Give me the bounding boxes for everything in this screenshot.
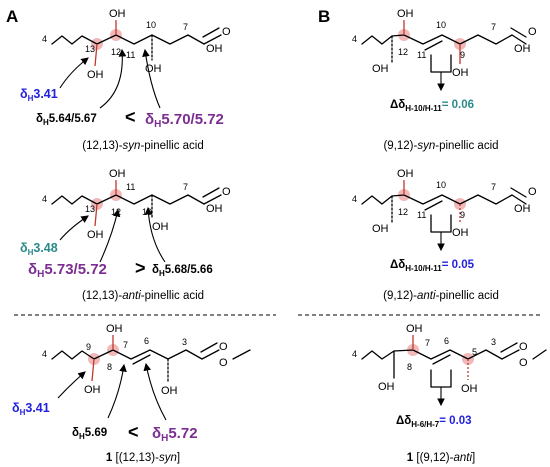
b2-structure: 4 12 11 10 9 7 OH OH OH O OH <box>352 168 537 252</box>
a2-caption: (12,13)-anti-pinellic acid <box>82 290 204 302</box>
b1-caption: (9,12)-syn-pinellic acid <box>383 140 498 152</box>
a1-locant-11: 11 <box>126 50 135 60</box>
b2-acid-hydroxyl: OH <box>514 203 531 215</box>
a2-locant-13: 13 <box>85 204 95 214</box>
a3-h6-shift-label: δH5.72 <box>152 425 198 444</box>
b2-locant-11: 11 <box>417 210 426 220</box>
a1-h13-shift-label: δH3.41 <box>20 87 58 103</box>
a2-h10-shift-label: δH5.68/5.66 <box>152 264 213 278</box>
a2-h12-shift-label: δH5.73/5.72 <box>28 261 107 280</box>
a3-c5-hydroxyl: OH <box>161 385 178 397</box>
a1-c12-hydroxyl: OH <box>109 8 126 20</box>
b1-c12-hydroxyl: OH <box>372 63 389 75</box>
b3-locant-6: 6 <box>444 336 449 346</box>
a3-locant-6: 6 <box>144 336 149 346</box>
b2-locant-4: 4 <box>352 194 357 204</box>
a1-caption: (12,13)-syn-pinellic acid <box>82 140 203 152</box>
b3-caption: 1 [(9,12)-anti] <box>407 452 475 464</box>
b1-structure: 4 12 11 10 9 7 OH OH OH O OH <box>352 8 537 92</box>
a3-locant-4: 4 <box>42 349 47 359</box>
a2-locant-12: 12 <box>111 207 121 217</box>
b1-locant-12: 12 <box>398 47 408 57</box>
a2-c12-hydroxyl: OH <box>109 168 126 180</box>
b2-c12-hydroxyl: OH <box>372 223 389 235</box>
a3-c8-hydroxyl: OH <box>106 323 123 335</box>
a2-comparator: > <box>135 258 146 278</box>
a1-locant-4: 4 <box>42 34 47 44</box>
a3-structure: 4 9 8 7 6 3 OH OH OH O O <box>42 323 251 397</box>
a2-carbonyl-oxygen: O <box>222 186 231 198</box>
a2-c9-hydroxyl: OH <box>152 221 169 233</box>
b3-locant-4: 4 <box>352 349 357 359</box>
a3-h8-shift-label: δH5.69 <box>72 427 107 441</box>
b1-delta-label: ΔδH-10/H-11= 0.06 <box>390 99 474 113</box>
a1-h12-shift-label: δH5.64/5.67 <box>36 113 97 127</box>
a2-locant-7: 7 <box>183 182 188 192</box>
a1-carbonyl-oxygen: O <box>222 26 231 38</box>
a3-locant-8: 8 <box>107 362 112 372</box>
b2-locant-12: 12 <box>398 207 408 217</box>
b2-locant-10: 10 <box>436 180 446 190</box>
b2-locant-9: 9 <box>460 210 465 220</box>
b3-structure: 4 8 7 6 5 3 OH OH OH O O <box>352 323 547 407</box>
b3-c8-hydroxyl: OH <box>406 323 423 335</box>
a3-comparator: < <box>128 422 139 442</box>
a1-locant-13: 13 <box>85 44 95 54</box>
a3-ester-oxygen: O <box>219 357 228 369</box>
b3-c9-hydroxyl: OH <box>378 381 395 393</box>
b2-delta-label: ΔδH-10/H-11= 0.05 <box>390 259 475 273</box>
b1-acid-hydroxyl: OH <box>514 43 531 55</box>
a2-locant-11: 11 <box>126 182 135 192</box>
b3-locant-5: 5 <box>472 347 477 357</box>
a1-structure: 4 13 12 11 10 7 OH OH OH O OH <box>42 8 231 81</box>
a3-h9-shift-label: δH3.41 <box>12 401 50 417</box>
a2-structure: 4 13 12 11 10 7 OH OH OH O OH <box>42 168 231 241</box>
b2-carbonyl-oxygen: O <box>528 186 537 198</box>
b2-locant-7: 7 <box>491 182 496 192</box>
a1-locant-7: 7 <box>183 22 188 32</box>
a3-c9-hydroxyl: OH <box>84 384 101 396</box>
b1-c11-hydroxyl: OH <box>397 8 414 20</box>
a3-caption: 1 [(12,13)-syn] <box>106 452 180 464</box>
b3-delta-label: ΔδH-6/H-7= 0.03 <box>396 415 472 429</box>
b1-locant-4: 4 <box>352 34 357 44</box>
a2-locant-10: 10 <box>142 207 152 217</box>
b3-locant-7: 7 <box>425 338 430 348</box>
b1-carbonyl-oxygen: O <box>528 26 537 38</box>
b3-carbonyl-oxygen: O <box>519 341 528 353</box>
panel-b-label: B <box>318 7 330 26</box>
a2-h13-shift-label: δH3.48 <box>20 241 58 257</box>
a1-c13-hydroxyl: OH <box>87 69 104 81</box>
a1-locant-12: 12 <box>111 47 121 57</box>
panel-a-label: A <box>6 7 18 26</box>
b2-caption: (9,12)-anti-pinellic acid <box>383 290 499 302</box>
b1-locant-9: 9 <box>460 50 465 60</box>
a3-carbonyl-oxygen: O <box>219 341 228 353</box>
b3-locant-3: 3 <box>491 337 496 347</box>
a3-locant-7: 7 <box>123 340 128 350</box>
a2-acid-hydroxyl: OH <box>206 203 223 215</box>
a2-locant-4: 4 <box>42 194 47 204</box>
b1-locant-7: 7 <box>491 22 496 32</box>
b1-c9-hydroxyl: OH <box>452 67 469 79</box>
b1-locant-10: 10 <box>436 20 446 30</box>
a1-acid-hydroxyl: OH <box>206 43 223 55</box>
a1-comparator: < <box>125 107 136 127</box>
b2-c9-hydroxyl: OH <box>452 227 469 239</box>
a1-h10-shift-label: δH5.70/5.72 <box>145 111 224 130</box>
a3-locant-3: 3 <box>182 337 187 347</box>
b1-locant-11: 11 <box>417 50 426 60</box>
b2-c11-hydroxyl: OH <box>397 168 414 180</box>
a1-locant-10: 10 <box>146 20 156 30</box>
b3-locant-8: 8 <box>407 362 412 372</box>
b3-c5-hydroxyl: OH <box>461 383 478 395</box>
a3-locant-9: 9 <box>86 342 91 352</box>
b3-ester-oxygen: O <box>519 357 528 369</box>
a2-c13-hydroxyl: OH <box>87 229 104 241</box>
